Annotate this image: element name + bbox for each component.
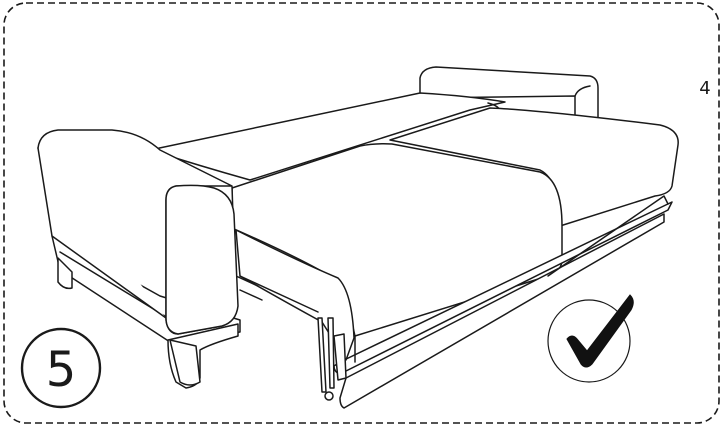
dashed-border: [3, 2, 720, 424]
step-badge: 5: [20, 327, 102, 409]
page-number: 4: [699, 78, 710, 99]
backrest: [149, 92, 506, 181]
fold-panel: [235, 229, 355, 361]
support-leg: [317, 317, 327, 393]
left-back-leg: [57, 257, 73, 290]
back-armrest: [419, 66, 599, 121]
checkmark-icon: [547, 294, 634, 383]
sofa-bed: [37, 66, 679, 409]
step-number: 5: [46, 342, 77, 398]
